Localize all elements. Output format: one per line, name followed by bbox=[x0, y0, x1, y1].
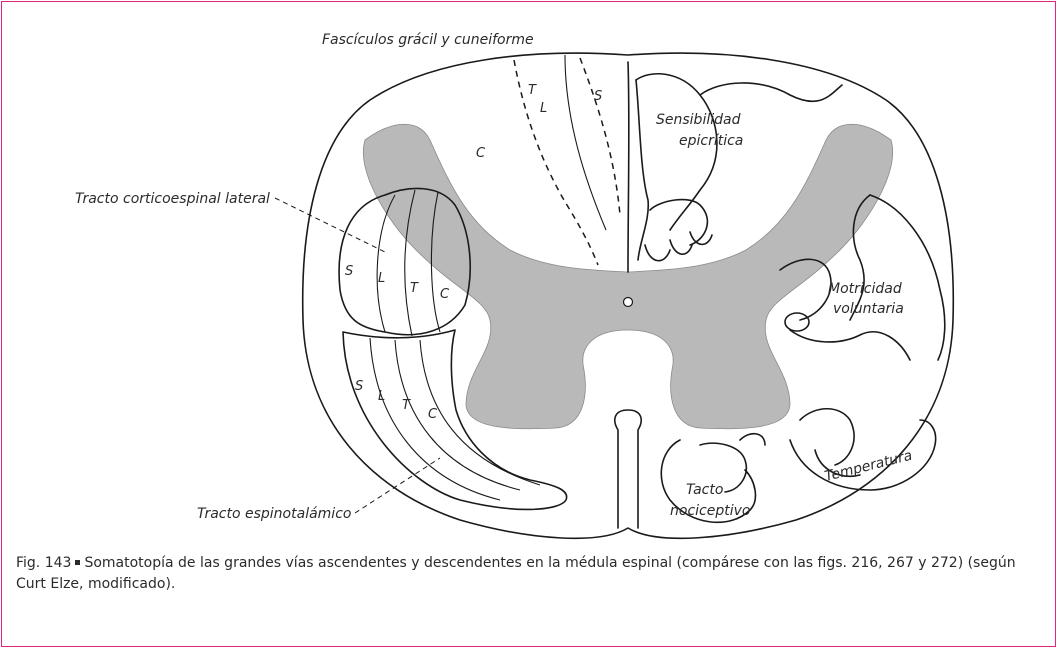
anterior-fissure bbox=[615, 410, 641, 528]
label-motricidad-2: voluntaria bbox=[833, 301, 904, 317]
dorsal-division-cl bbox=[514, 60, 598, 265]
caption-fig-label: Fig. 143 bbox=[16, 555, 71, 571]
caption-bullet bbox=[75, 560, 80, 565]
label-motricidad-1: Motricidad bbox=[828, 281, 902, 297]
label-espinotalamico: Tracto espinotalámico bbox=[197, 506, 351, 522]
dorsal-segment-c: C bbox=[476, 146, 486, 161]
label-tacto-1: Tacto bbox=[686, 482, 723, 498]
caption-text: Somatotopía de las grandes vías ascenden… bbox=[16, 555, 1016, 592]
spinal-cord-diagram: Fascículos grácil y cuneiforme Tracto co… bbox=[0, 0, 1059, 545]
dorsal-segment-t: T bbox=[528, 83, 537, 98]
label-fasciculos: Fascículos grácil y cuneiforme bbox=[322, 32, 534, 48]
dorsal-segment-s: S bbox=[594, 89, 602, 104]
label-sensibilidad-1: Sensibilidad bbox=[656, 112, 741, 128]
leader-corticoespinal bbox=[275, 198, 385, 252]
espinotalamico-segment-c: C bbox=[428, 407, 438, 422]
label-corticoespinal: Tracto corticoespinal lateral bbox=[75, 191, 270, 207]
dorsal-division-ls bbox=[580, 58, 620, 215]
dorsal-division-tl bbox=[565, 55, 606, 230]
posterior-septum bbox=[628, 62, 629, 272]
homunculus-temperatura-drawing bbox=[790, 409, 936, 490]
label-sensibilidad-2: epicrítica bbox=[679, 133, 743, 149]
central-canal bbox=[624, 298, 633, 307]
espinotalamico-segment-t: T bbox=[402, 398, 411, 413]
corticoespinal-segment-c: C bbox=[440, 287, 450, 302]
espinotalamico-segment-s: S bbox=[355, 379, 363, 394]
corticoespinal-segment-l: L bbox=[378, 271, 385, 286]
corticoespinal-segment-t: T bbox=[410, 281, 419, 296]
dorsal-segment-l: L bbox=[540, 101, 547, 116]
label-tacto-2: nociceptivo bbox=[670, 503, 750, 519]
label-temperatura: Temperatura bbox=[823, 448, 914, 485]
espinotalamico-segment-l: L bbox=[378, 389, 385, 404]
corticoespinal-segment-s: S bbox=[345, 264, 353, 279]
